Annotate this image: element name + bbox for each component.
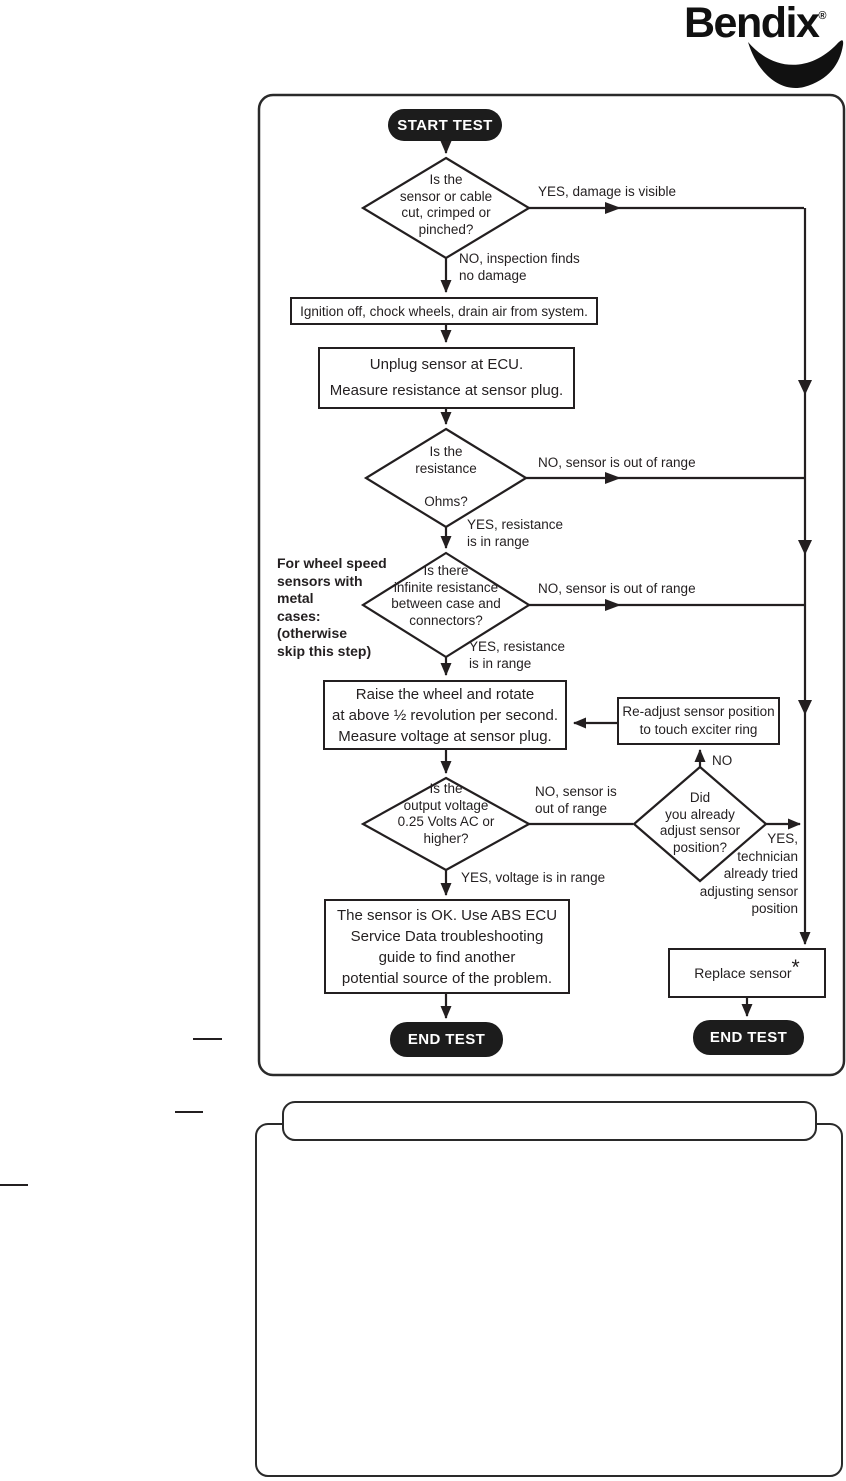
diamond-cable-damage xyxy=(360,156,532,260)
diamond-already-adjusted xyxy=(632,765,768,883)
registered-trademark-symbol: ® xyxy=(818,10,827,22)
step-unplug-sensor-box: Unplug sensor at ECU. Measure resistance… xyxy=(318,347,575,409)
bendix-logo: Bendix® xyxy=(684,2,826,45)
label-yes-damage-visible: YES, damage is visible xyxy=(538,184,677,199)
diamond-already-adjusted-text: Did you already adjust sensor position? xyxy=(659,790,741,855)
label-no-out-of-range-3: NO, sensor is out of range xyxy=(535,784,617,816)
diamond-infinite-resistance xyxy=(360,551,532,659)
diamond-cable-damage-text: Is the sensor or cable cut, crimped or p… xyxy=(399,172,493,237)
step-readjust-sensor-box: Re-adjust sensor position to touch excit… xyxy=(617,697,780,745)
label-yes-voltage: YES, voltage is in range xyxy=(461,870,606,885)
label-yes-resistance-2: YES, resistance is in range xyxy=(469,639,566,671)
footnote-asterisk: * xyxy=(791,956,800,979)
step-replace-sensor-box: Replace sensor* xyxy=(668,948,826,998)
bendix-brand-text: Bendix xyxy=(684,0,820,47)
label-no-inspection: NO, inspection finds no damage xyxy=(459,251,580,283)
label-yes-already-adjusted: YES, technician already tried adjusting … xyxy=(699,831,798,916)
end-test-terminal-left: END TEST xyxy=(390,1022,503,1057)
step-sensor-ok-box: The sensor is OK. Use ABS ECU Service Da… xyxy=(324,899,570,994)
label-no-adjust: NO xyxy=(712,753,733,768)
start-test-terminal: START TEST xyxy=(388,109,502,141)
notes-panel-header xyxy=(282,1101,817,1141)
end-test-terminal-right: END TEST xyxy=(693,1020,804,1055)
label-no-out-of-range-2: NO, sensor is out of range xyxy=(538,581,696,596)
step-ignition-off-box: Ignition off, chock wheels, drain air fr… xyxy=(290,297,598,325)
label-no-out-of-range-1: NO, sensor is out of range xyxy=(538,455,696,470)
flowchart-border xyxy=(257,93,846,1077)
diamond-output-voltage xyxy=(360,776,532,872)
step-raise-wheel-box: Raise the wheel and rotate at above ½ re… xyxy=(323,680,567,750)
bendix-wordmark: Bendix® xyxy=(684,2,826,45)
replace-sensor-text: Replace sensor xyxy=(694,965,792,981)
diamond-infinite-resistance-text: Is there infinite resistance between cas… xyxy=(391,563,501,628)
diamond-resistance-text: Is the resistance Ohms? xyxy=(415,444,477,509)
label-yes-resistance-1: YES, resistance is in range xyxy=(467,517,564,549)
notes-panel xyxy=(255,1123,843,1477)
diamond-output-voltage-text: Is the output voltage 0.25 Volts AC or h… xyxy=(397,781,495,846)
side-note-metal-cases: For wheel speed sensors with metal cases… xyxy=(277,555,387,659)
bendix-swoosh-icon xyxy=(748,40,844,89)
diamond-resistance xyxy=(363,427,529,529)
